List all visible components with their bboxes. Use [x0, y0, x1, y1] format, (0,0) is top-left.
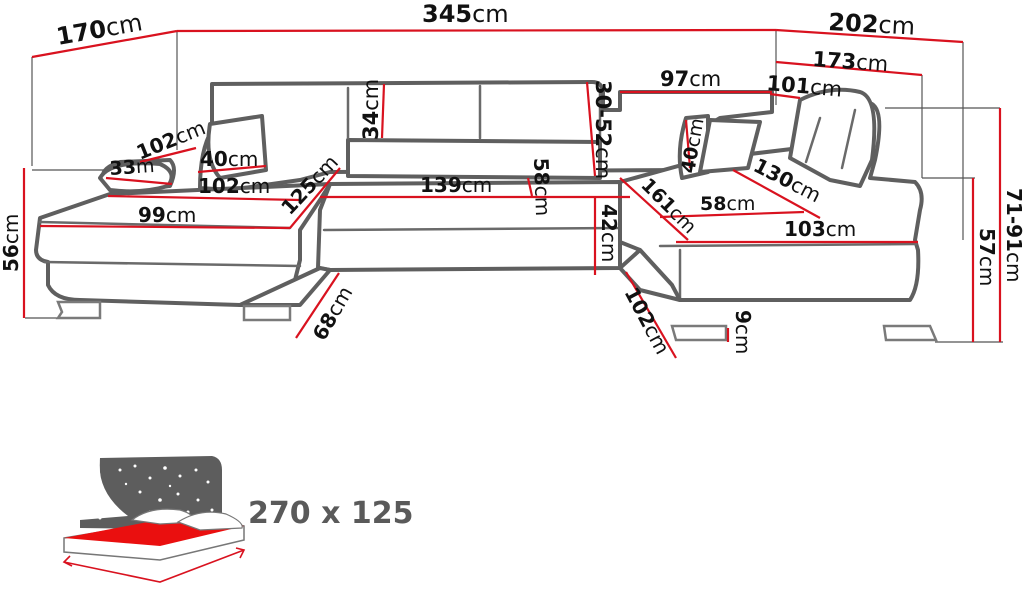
label-total-height: 71-91cm — [1002, 188, 1024, 282]
label-34: 34cm — [359, 79, 383, 140]
sofa-legs — [55, 300, 938, 342]
label-left-pillow-40: 40cm — [200, 147, 258, 171]
right-pillow-2 — [698, 118, 762, 174]
label-center-depth-58: 58cm — [529, 157, 555, 216]
label-leg-height-9: 9cm — [731, 310, 755, 354]
label-left-height-56: 56cm — [0, 214, 23, 272]
left-pillow — [206, 114, 268, 180]
label-173: 173cm — [812, 47, 889, 76]
label-right-front-103: 103cm — [784, 217, 856, 241]
label-30-52: 30-52cm — [591, 80, 615, 179]
bed-with-starry-night-icon — [62, 456, 246, 583]
sleeping-area-label: 270 x 125 — [248, 496, 413, 531]
extension-lines — [25, 30, 1003, 343]
label-center-139: 139cm — [420, 173, 492, 197]
label-right-height-57: 57cm — [975, 228, 999, 286]
label-33: 33m — [109, 155, 155, 180]
label-left-seat-102: 102cm — [198, 174, 270, 198]
dimension-lines — [22, 28, 1002, 359]
left-bolster — [98, 161, 174, 194]
label-101: 101cm — [766, 71, 844, 102]
label-right-depth: 202cm — [828, 8, 916, 40]
label-97: 97cm — [660, 67, 721, 91]
label-total-width: 345cm — [422, 0, 509, 28]
label-center-height-42: 42cm — [597, 204, 621, 262]
label-left-leg-68: 68cm — [308, 282, 358, 345]
label-right-seat-58: 58cm — [700, 193, 755, 215]
label-right-pillow-40: 40cm — [677, 116, 708, 174]
label-left-front-99: 99cm — [138, 203, 196, 227]
